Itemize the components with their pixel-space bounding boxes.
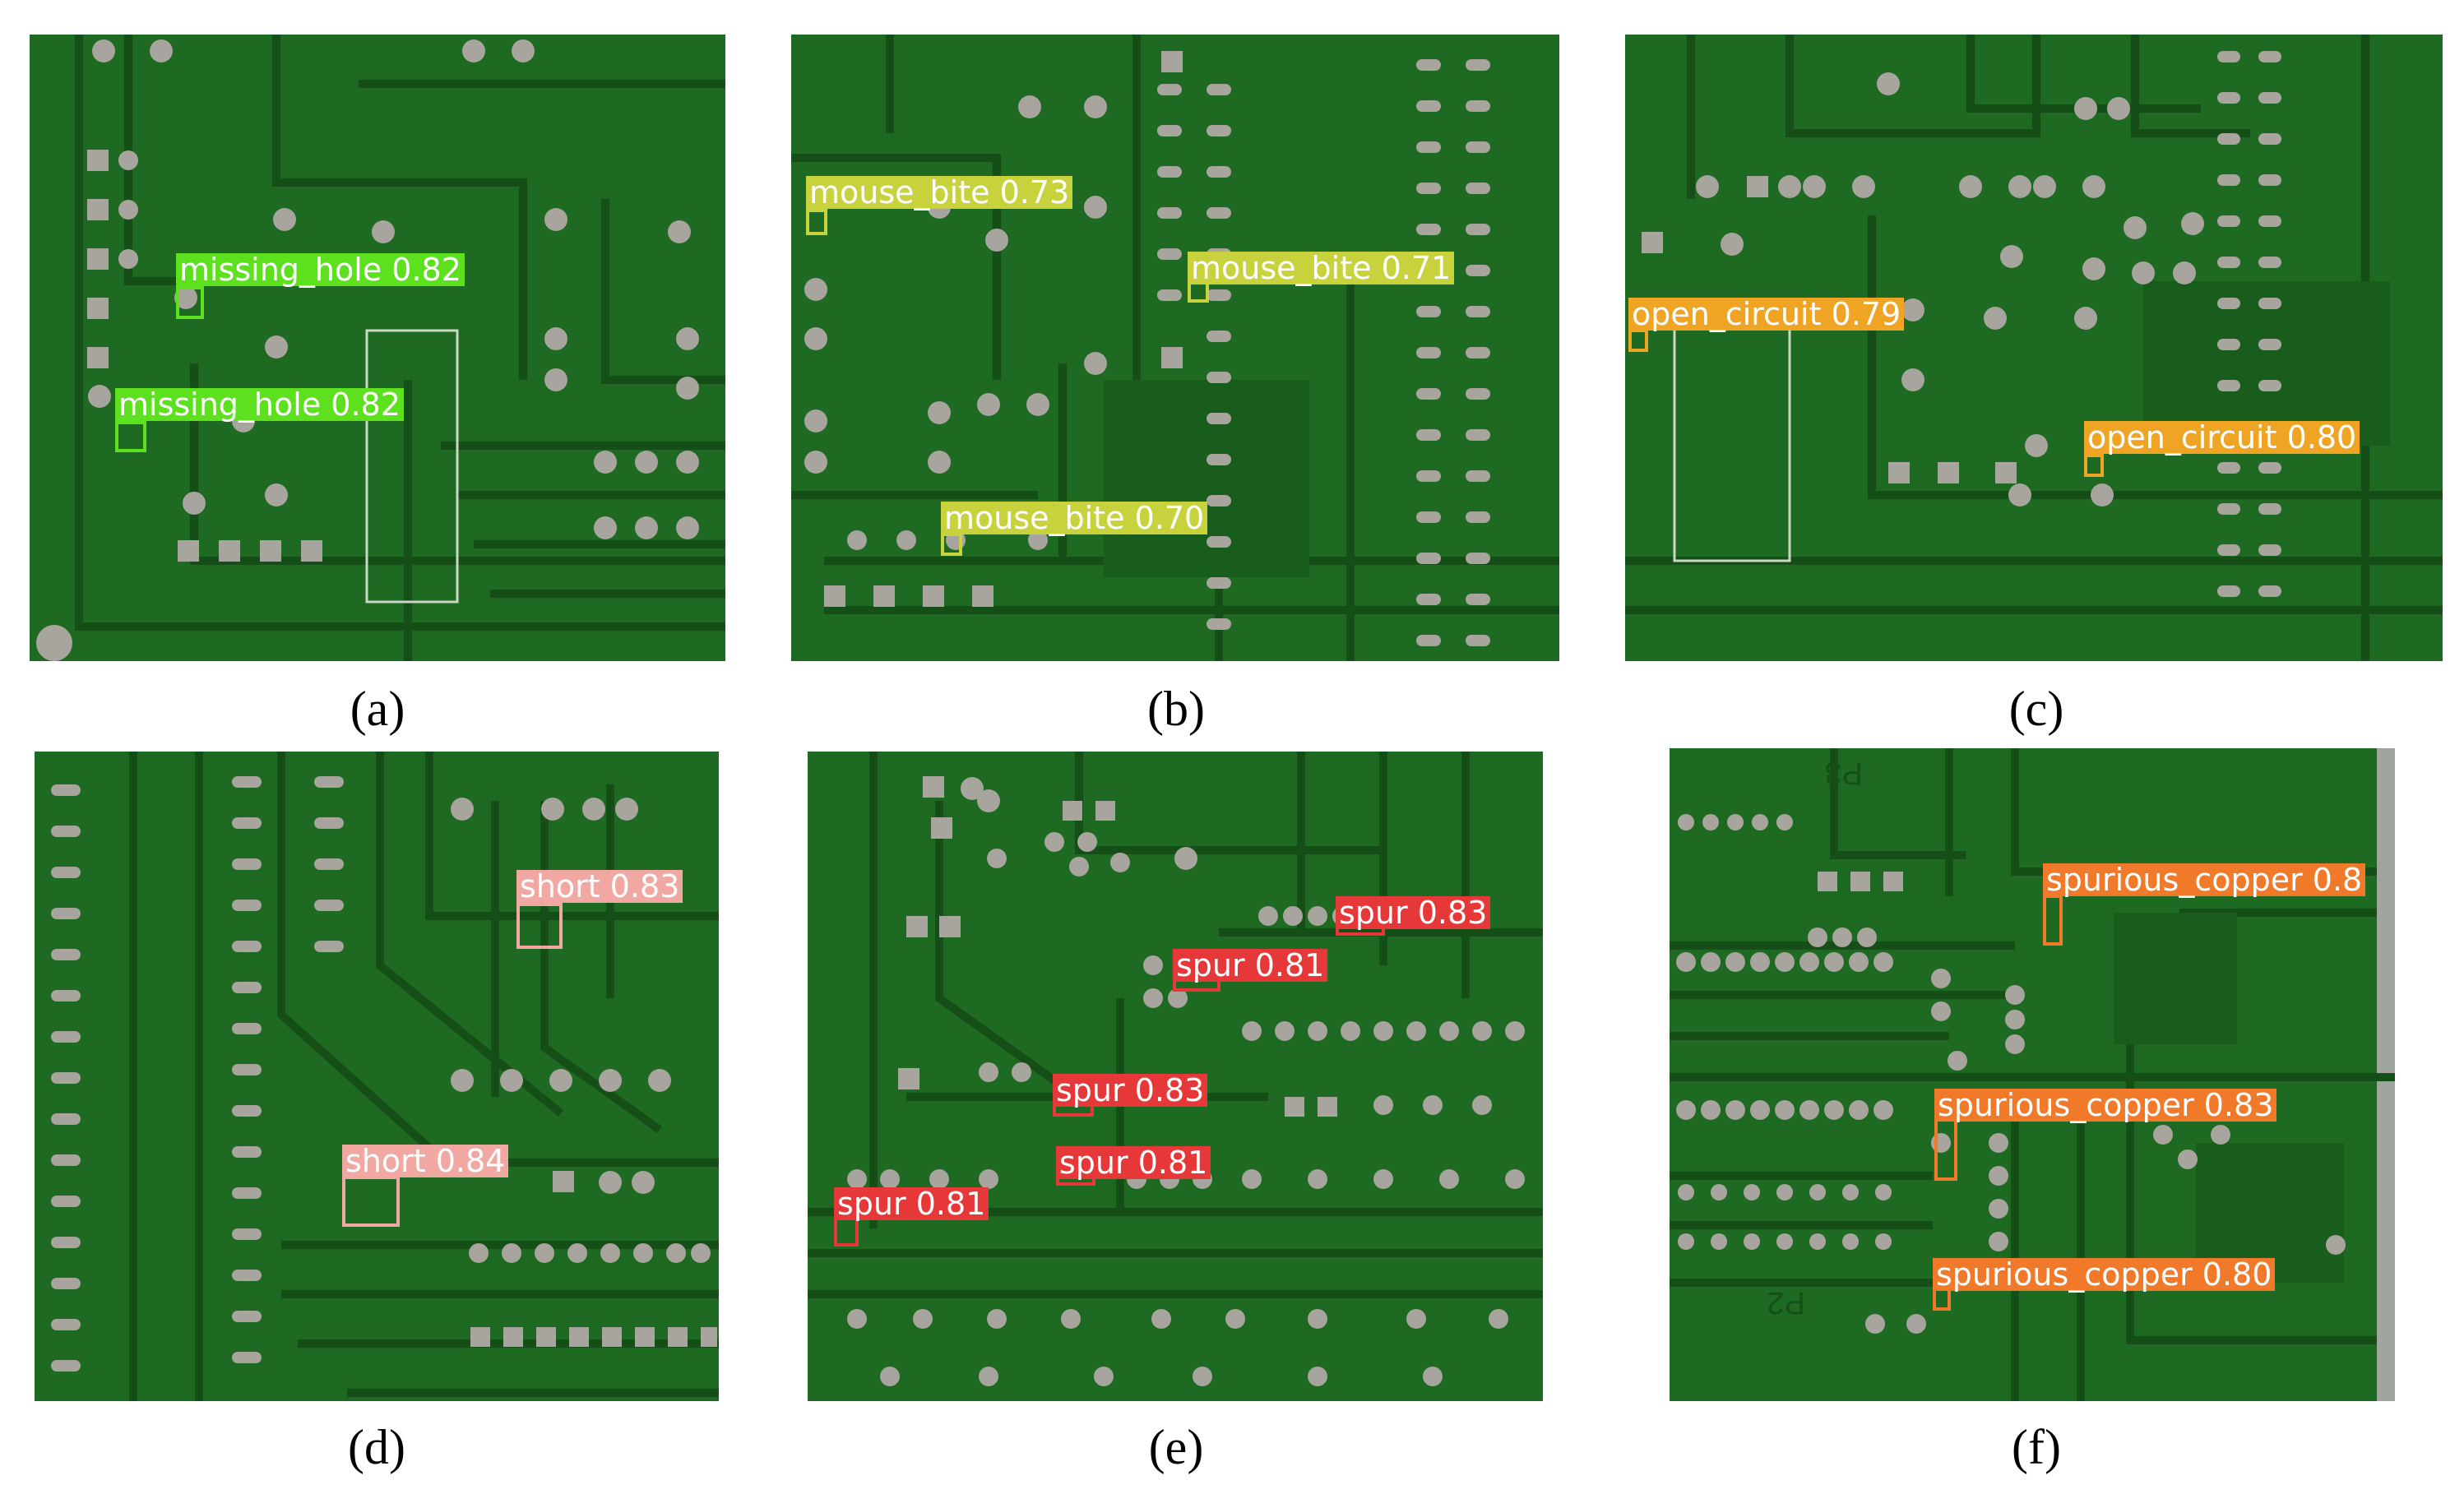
panel-f-image: P3 P2 spurious_copper 0.8 spurious_coppe… [1670,748,2395,1401]
detection-label: open_circuit 0.80 [2084,421,2360,454]
spurious-copper-bbox [2043,895,2063,946]
panel-e-image: spur 0.83 spur 0.81 spur 0.83 spur 0.81 … [808,752,1543,1401]
panel-c-image: open_circuit 0.79 open_circuit 0.80 [1625,35,2443,661]
detection-label: mouse_bite 0.71 [1188,252,1455,284]
detection-label: missing_hole 0.82 [115,388,404,421]
detection-label: spur 0.83 [1336,896,1491,929]
detection-label: missing_hole 0.82 [176,253,465,286]
missing-hole-bbox [115,421,146,452]
open-circuit-bbox [2084,454,2104,477]
short-bbox [342,1176,400,1227]
panel-d-caption: (d) [348,1420,405,1474]
detection-label: spurious_copper 0.83 [1934,1089,2277,1122]
silkscreen-label: P2 [1767,1285,1805,1320]
silkscreen-label: P3 [1825,756,1863,790]
spurious-copper-bbox [1934,1118,1957,1181]
detection-label: spur 0.81 [1173,949,1328,982]
pcb-board-b [791,35,1559,661]
pcb-board-f: P3 P2 [1670,748,2395,1401]
detection-label: spur 0.81 [834,1187,989,1220]
panel-b-image: mouse_bite 0.73 mouse_bite 0.71 mouse_bi… [791,35,1559,661]
short-bbox [516,903,563,949]
panel-f-caption: (f) [2012,1420,2061,1474]
missing-hole-bbox [176,286,204,319]
detection-label: open_circuit 0.79 [1628,298,1905,331]
detection-label: short 0.83 [516,870,683,903]
mouse-bite-bbox [806,209,827,235]
pcb-board-d [51,752,719,1401]
pcb-board-a [36,35,725,661]
mouse-bite-bbox [941,533,962,556]
detection-label: short 0.84 [342,1145,509,1177]
detection-label: mouse_bite 0.73 [806,176,1073,209]
detection-label: mouse_bite 0.70 [941,502,1208,534]
detection-label: spur 0.83 [1053,1074,1208,1107]
panel-b-caption: (b) [1147,682,1205,736]
open-circuit-bbox [1628,329,1648,352]
panel-a-caption: (a) [350,682,405,736]
panel-c-caption: (c) [2008,682,2064,736]
panel-d-image: short 0.83 short 0.84 [35,752,719,1401]
detection-label: spurious_copper 0.8 [2043,863,2366,896]
panel-a-image: missing_hole 0.82 missing_hole 0.82 [30,35,725,661]
pcb-board-c [1625,35,2443,661]
panel-e-caption: (e) [1148,1420,1204,1474]
detection-label: spur 0.81 [1056,1146,1211,1179]
detection-label: spurious_copper 0.80 [1933,1258,2276,1291]
